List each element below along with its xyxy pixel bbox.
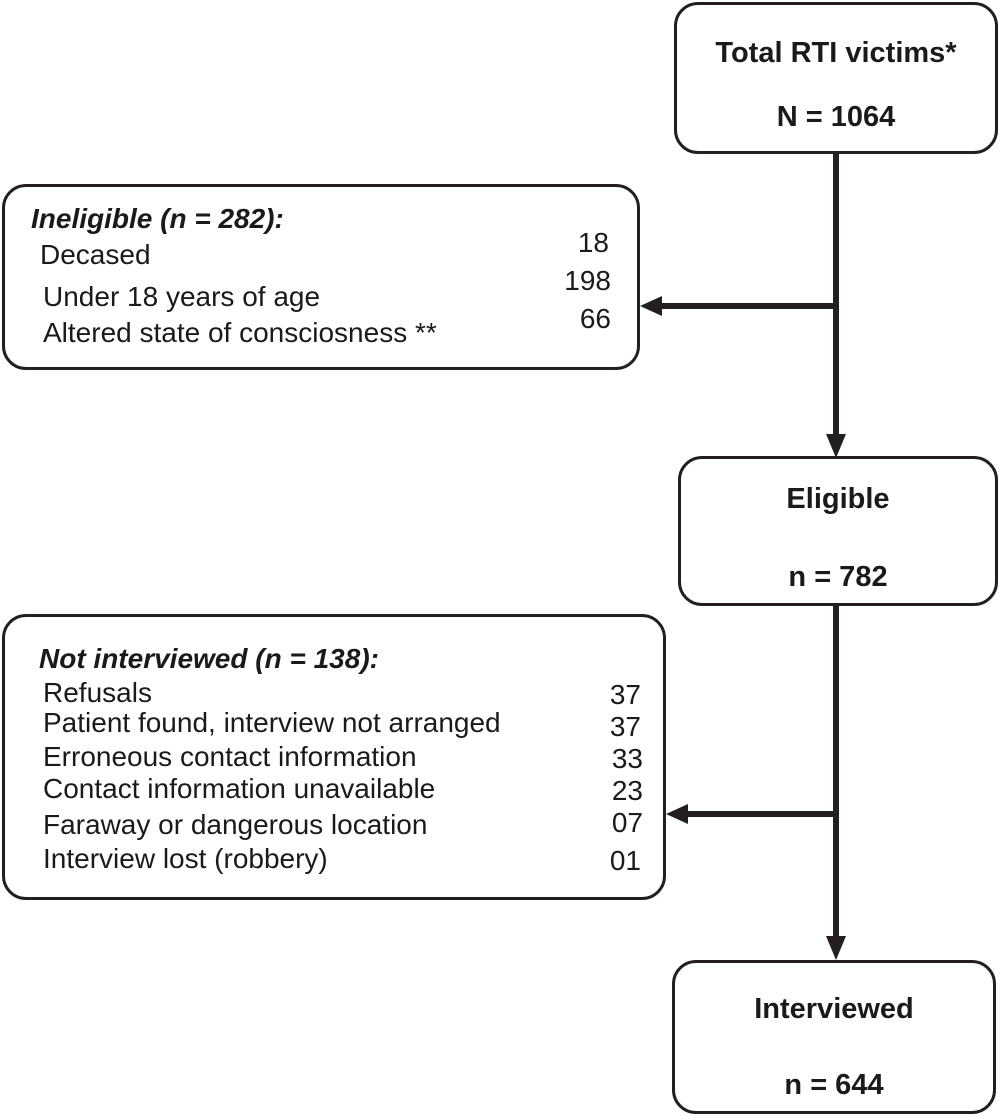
eligible-count: n = 782: [788, 561, 888, 593]
not-interviewed-item-label: Contact information unavailable: [43, 773, 436, 804]
interviewed-count: n = 644: [784, 1069, 884, 1101]
ineligible-heading: Ineligible (n = 282):: [31, 203, 284, 234]
ineligible-item-value: 18: [577, 227, 609, 258]
ineligible-item-label: Decased: [40, 239, 151, 270]
not-interviewed-item-label: Erroneous contact information: [43, 741, 417, 772]
not-interviewed-item-value: 01: [609, 845, 641, 876]
not-interviewed-heading: Not interviewed (n = 138):: [39, 643, 379, 674]
ineligible-item-value: 198: [564, 265, 611, 296]
not-interviewed-item-value: 23: [611, 775, 643, 806]
ineligible-item-label: Altered state of consciosness **: [43, 317, 437, 348]
arrowhead-to-interviewed: [826, 936, 846, 960]
total-victims-title: Total RTI victims*: [715, 37, 957, 69]
not-interviewed-item-label: Refusals: [43, 677, 152, 708]
not-interviewed-item-label: Faraway or dangerous location: [43, 809, 428, 840]
arrowhead-to-ineligible: [640, 296, 662, 316]
eligible-box: Eligible n = 782: [678, 456, 998, 606]
ineligible-box: Ineligible (n = 282): Decased 18 Under 1…: [2, 184, 640, 370]
not-interviewed-item-value: 37: [609, 711, 641, 742]
ineligible-item-value: 66: [579, 303, 611, 334]
total-victims-count: N = 1064: [776, 101, 896, 133]
ineligible-item-label: Under 18 years of age: [43, 281, 321, 312]
not-interviewed-item-value: 37: [609, 679, 641, 710]
interviewed-box: Interviewed n = 644: [672, 960, 996, 1114]
total-victims-box: Total RTI victims* N = 1064: [674, 2, 998, 154]
not-interviewed-item-value: 33: [611, 743, 643, 774]
not-interviewed-item-value: 07: [611, 807, 643, 838]
arrowhead-to-eligible: [826, 434, 846, 458]
interviewed-title: Interviewed: [754, 993, 914, 1025]
not-interviewed-item-label: Patient found, interview not arranged: [43, 707, 501, 738]
not-interviewed-item-label: Interview lost (robbery): [43, 843, 328, 874]
eligible-title: Eligible: [786, 483, 890, 515]
arrowhead-to-not-interviewed: [666, 804, 688, 824]
not-interviewed-box: Not interviewed (n = 138): Refusals 37 P…: [2, 614, 666, 900]
